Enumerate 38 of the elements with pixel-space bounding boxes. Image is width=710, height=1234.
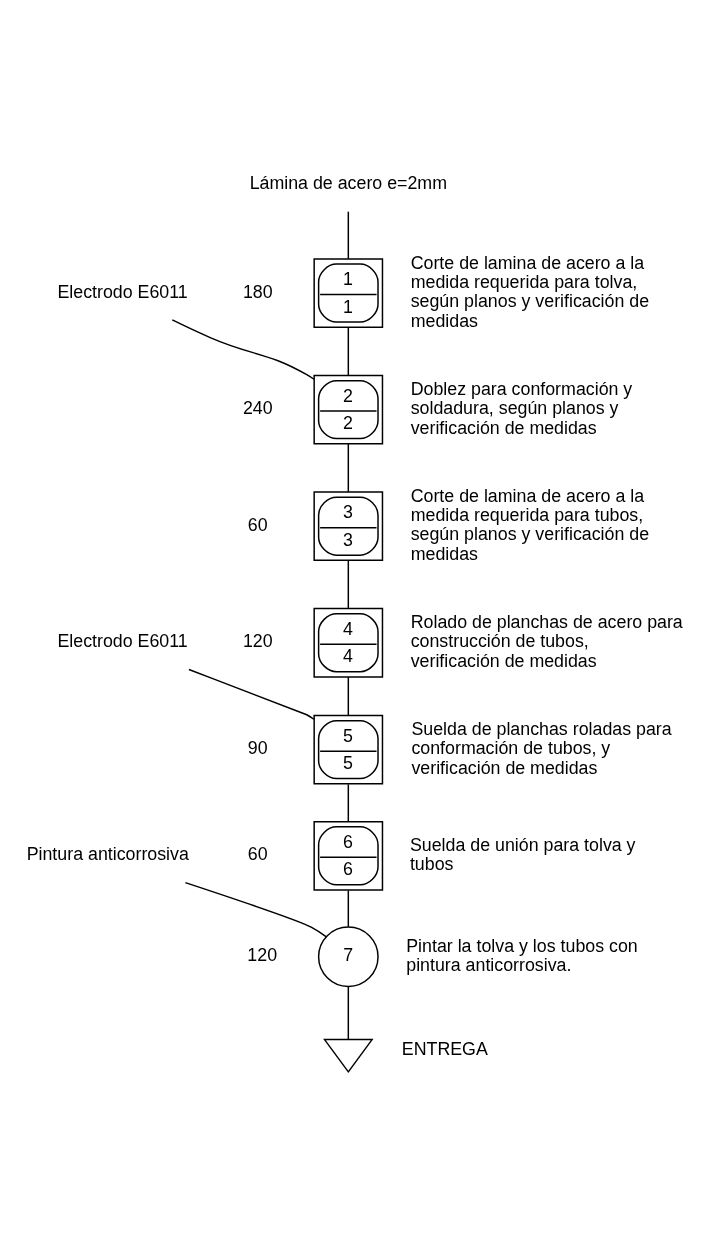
node-label: 90 xyxy=(247,737,268,758)
node-label: 60 xyxy=(247,514,268,535)
node-label: 120 xyxy=(247,944,278,965)
node-circle: 7 xyxy=(317,925,379,987)
node-box: 4 4 xyxy=(313,607,384,678)
node-box: 2 2 xyxy=(313,374,384,444)
node-label: Doblez para conformación y soldadura, según planos y verificación de medidas xyxy=(410,378,633,438)
node-label: 60 xyxy=(247,843,268,864)
connector xyxy=(347,985,350,1040)
connector xyxy=(184,881,328,938)
connector xyxy=(347,442,350,493)
node-label: ENTREGA xyxy=(401,1038,488,1059)
connector xyxy=(347,210,350,259)
node-label: Suelda de unión para tolva y tubos xyxy=(409,834,636,874)
connector xyxy=(347,783,350,822)
node-text: Pintura anticorrosiva xyxy=(26,843,189,864)
node-box: 6 6 xyxy=(313,820,384,891)
node-label: Pintar la tolva y los tubos con pintura anticorrosiva. xyxy=(406,935,638,975)
node-label: 120 xyxy=(242,630,273,651)
node-label: 180 xyxy=(242,281,273,302)
connector xyxy=(188,668,315,720)
node-box: 1 1 xyxy=(313,257,384,328)
connector xyxy=(347,326,350,376)
node-text: Electrodo E6011 xyxy=(57,281,188,302)
connector xyxy=(347,889,350,927)
node-triangle xyxy=(323,1038,374,1073)
node-label: 240 xyxy=(242,397,273,418)
node-box: 3 3 xyxy=(313,490,384,561)
node-label: Rolado de planchas de acero para construcción de tubos, verificación de medidas xyxy=(410,611,683,671)
node-label: Suelda de planchas roladas para conformación de tubos, y verificación de medidas xyxy=(411,718,672,778)
node-text: Lámina de acero e=2mm xyxy=(249,172,447,193)
node-text: Electrodo E6011 xyxy=(57,630,188,651)
node-box: 5 5 xyxy=(313,714,384,785)
connector xyxy=(171,318,315,380)
connector xyxy=(347,559,350,609)
node-label: Corte de lamina de acero a la medida requerida para tubos, según planos y verificación de medidas xyxy=(410,485,650,564)
node-label: Corte de lamina de acero a la medida requerida para tolva, según planos y verificación de medidas xyxy=(410,252,650,331)
connector xyxy=(347,675,350,716)
